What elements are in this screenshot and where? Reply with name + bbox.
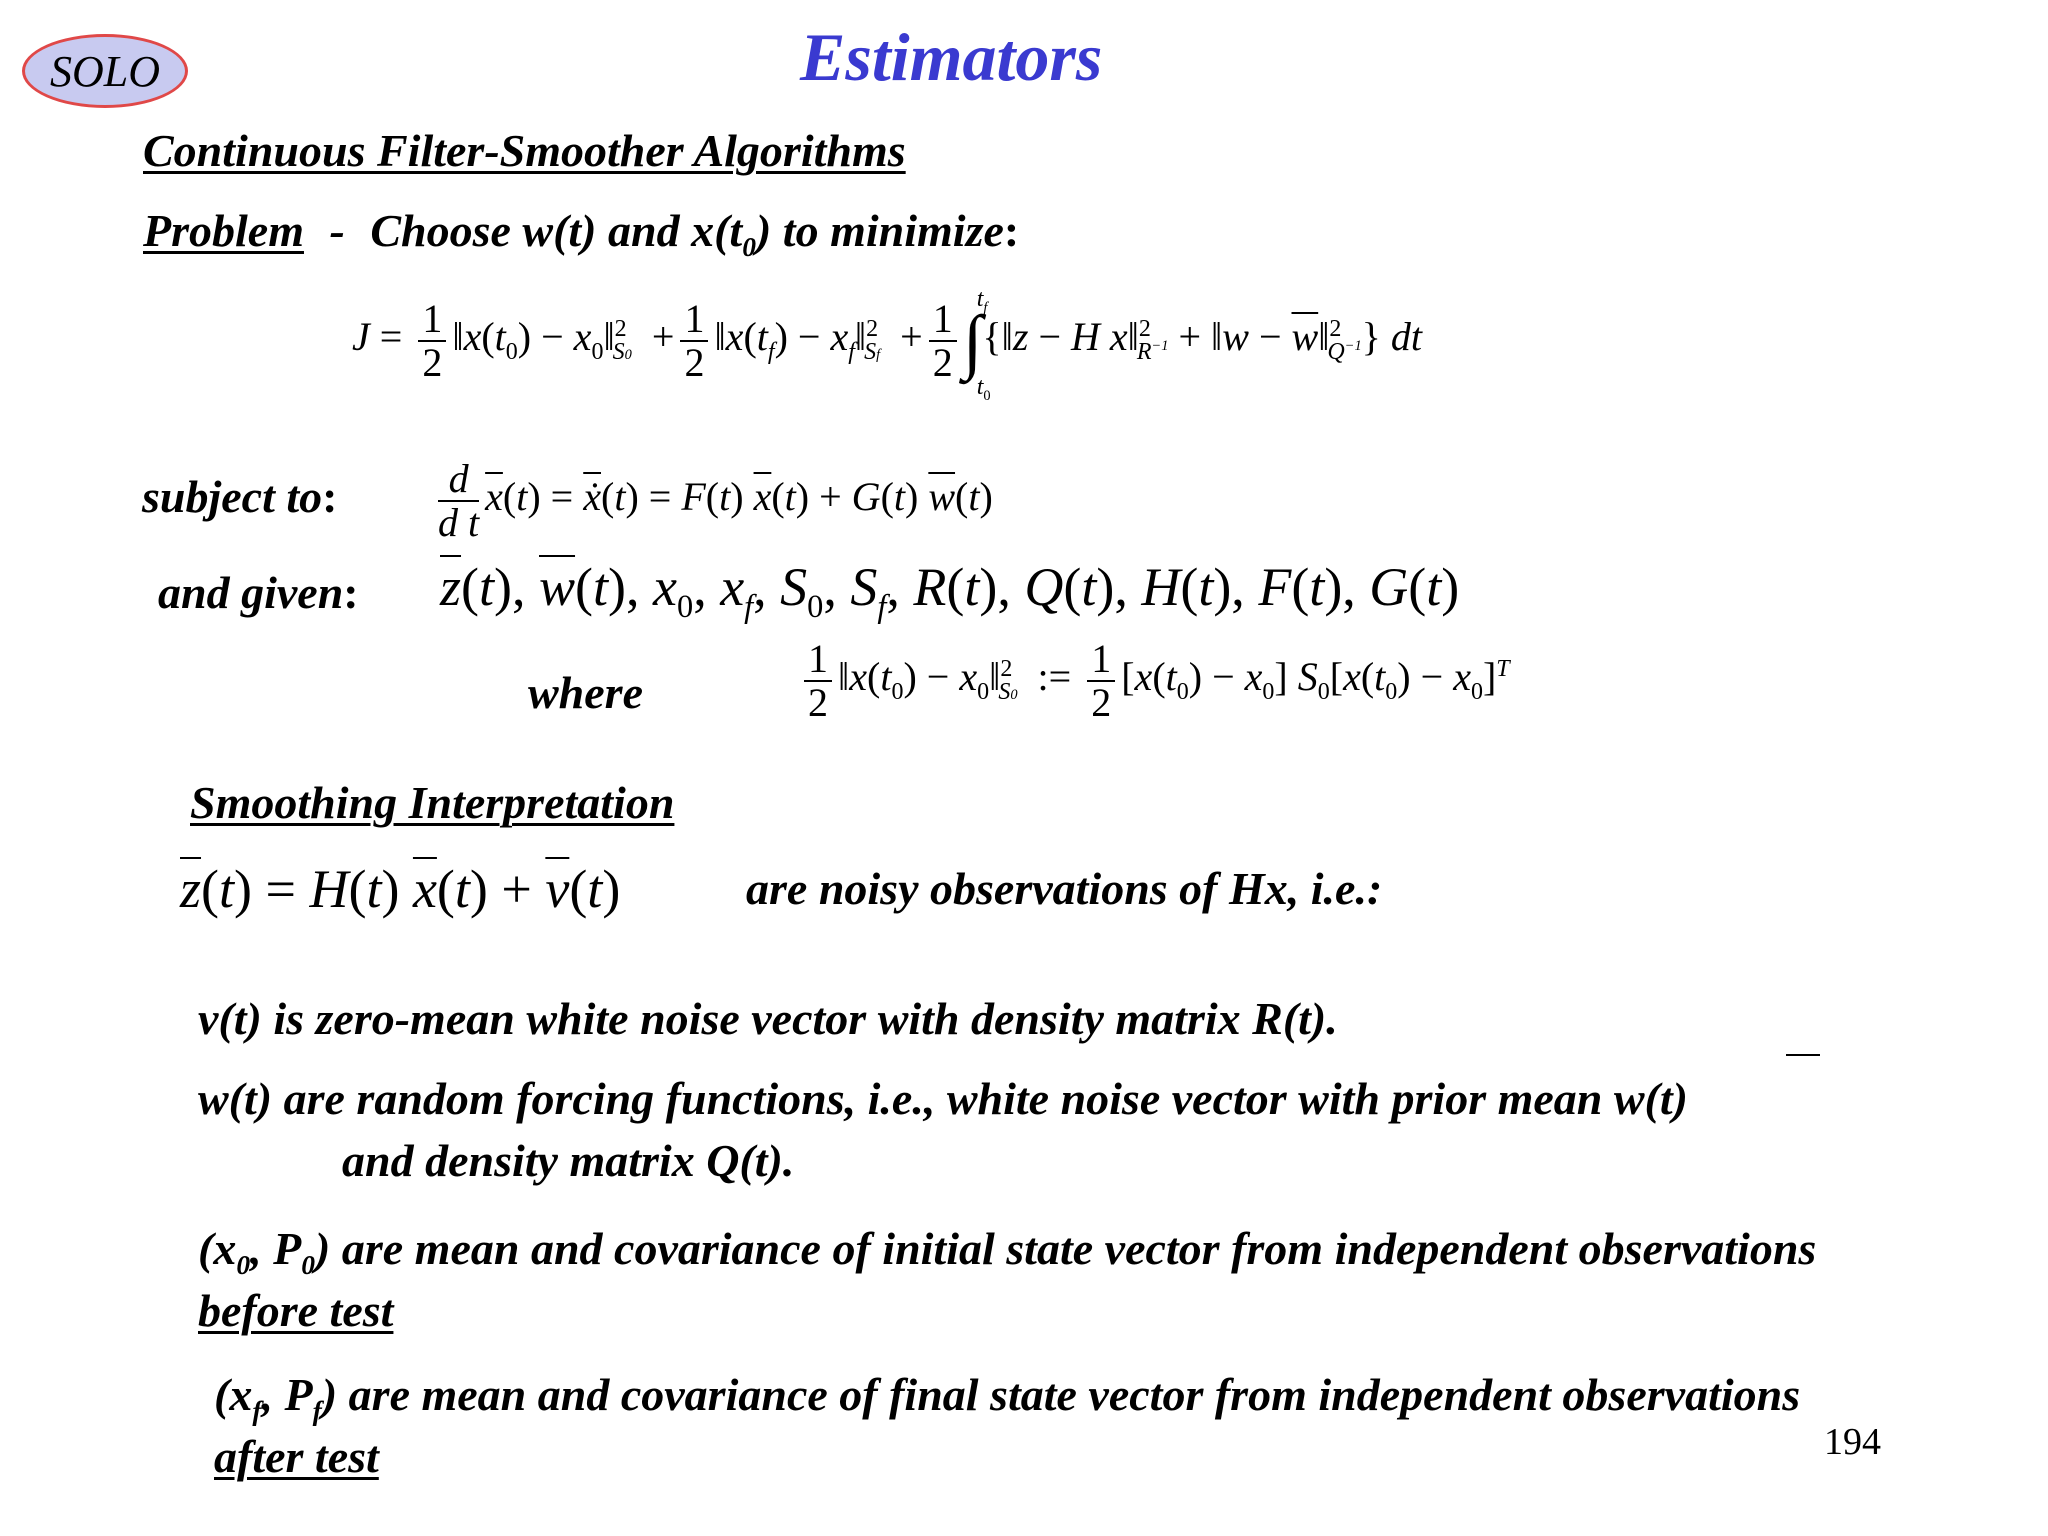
v-noise-line: v(t) is zero-mean white noise vector wit…: [198, 993, 1338, 1044]
problem-colon: :: [1003, 205, 1020, 256]
w-forcing-line: w(t) are random forcing functions, i.e.,…: [198, 1073, 1688, 1124]
logo-text: SOLO: [49, 46, 161, 96]
x0-sub: 0: [236, 1249, 251, 1281]
subject-to-label: subject to:: [142, 470, 338, 523]
x0-b: , P: [250, 1223, 302, 1274]
solo-logo: SOLO: [22, 34, 188, 108]
problem-text: Choose w(t) and x(t: [370, 205, 743, 256]
x0-c: ) are mean and covariance of initial sta…: [315, 1223, 1817, 1274]
and-given-colon: :: [343, 567, 359, 618]
problem-statement: Problem - Choose w(t) and x(t0) to minim…: [143, 204, 1019, 263]
page-number: 194: [1824, 1421, 1881, 1463]
initial-state-line: (x0, P0) are mean and covariance of init…: [198, 1222, 1816, 1281]
observation-equation: z(t) = H(t) x(t) + v(t): [180, 859, 621, 919]
problem-dash: -: [329, 205, 345, 256]
section-subtitle: Continuous Filter-Smoother Algorithms: [143, 125, 906, 176]
before-test: before test: [198, 1285, 394, 1336]
problem-sub: 0: [742, 231, 756, 263]
p0-sub: 0: [301, 1249, 316, 1281]
smoothing-heading: Smoothing Interpretation: [190, 777, 675, 828]
given-quantities: z(t), w(t), x0, xf, S0, Sf, R(t), Q(t), …: [440, 557, 1460, 625]
and-given-label: and given:: [158, 566, 359, 619]
problem-label: Problem: [143, 205, 304, 256]
and-given-text: and given: [158, 567, 344, 618]
x0-a: (x: [198, 1223, 237, 1274]
xf-b: , P: [261, 1369, 313, 1420]
subject-to-colon: :: [322, 471, 338, 522]
observation-text: are noisy observations of Hx, i.e.:: [746, 863, 1383, 914]
after-test: after test: [214, 1431, 379, 1482]
w-overbar: [1786, 1054, 1820, 1056]
xf-sub: f: [252, 1395, 262, 1427]
final-state-line: (xf, Pf) are mean and covariance of fina…: [214, 1368, 1800, 1427]
where-label: where: [528, 667, 643, 718]
subject-to-text: subject to: [142, 471, 323, 522]
problem-text-post: ) to minimize: [755, 205, 1004, 256]
xf-a: (x: [214, 1369, 253, 1420]
w-density-line: and density matrix Q(t).: [342, 1135, 795, 1186]
page-title: Estimators: [800, 19, 1103, 95]
pf-sub: f: [312, 1395, 322, 1427]
xf-c: ) are mean and covariance of final state…: [321, 1369, 1801, 1420]
